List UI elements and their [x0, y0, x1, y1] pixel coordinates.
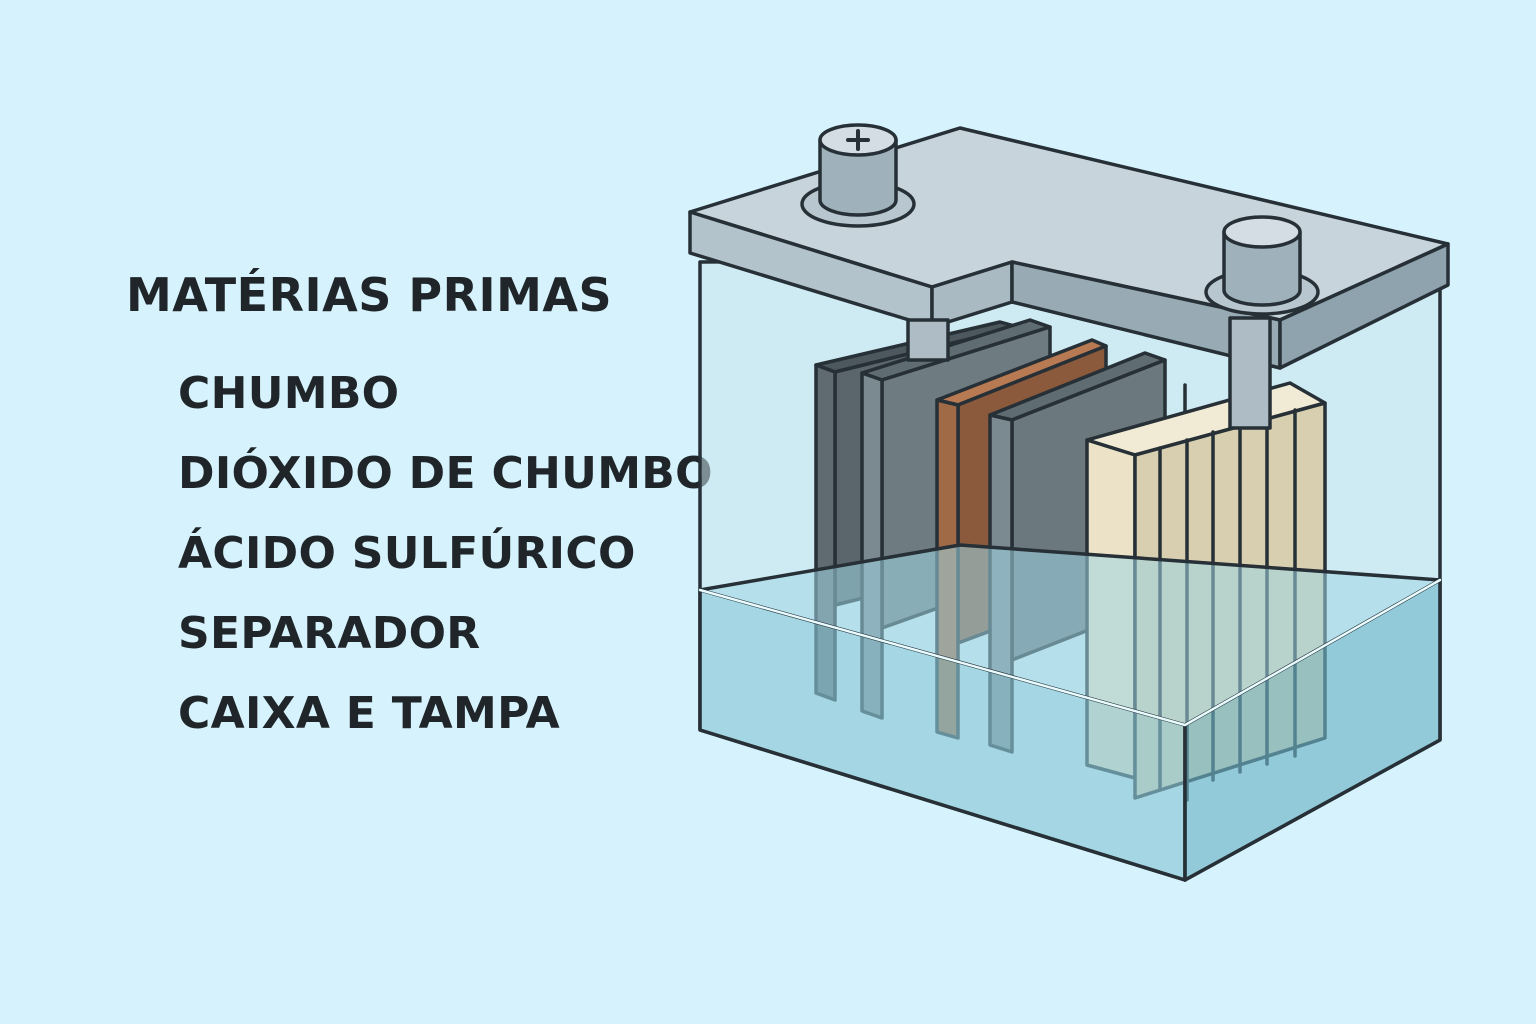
- plus-terminal-icon: [800, 123, 916, 228]
- material-item-lead-dioxide: DIÓXIDO DE CHUMBO: [178, 448, 713, 499]
- material-item-lead: CHUMBO: [178, 368, 400, 419]
- materials-list: CHUMBO DIÓXIDO DE CHUMBO ÁCIDO SULFÚRICO…: [178, 362, 713, 762]
- diagram-heading: MATÉRIAS PRIMAS: [126, 268, 613, 322]
- material-item-separator: SEPARADOR: [178, 608, 481, 659]
- terminal-straps: [906, 316, 1272, 430]
- electrolyte-sulfuric-acid: [698, 543, 1442, 882]
- material-item-case-and-lid: CAIXA E TAMPA: [178, 688, 560, 739]
- terminal-post-icon: [1204, 215, 1320, 316]
- material-item-sulfuric-acid: ÁCIDO SULFÚRICO: [178, 528, 636, 579]
